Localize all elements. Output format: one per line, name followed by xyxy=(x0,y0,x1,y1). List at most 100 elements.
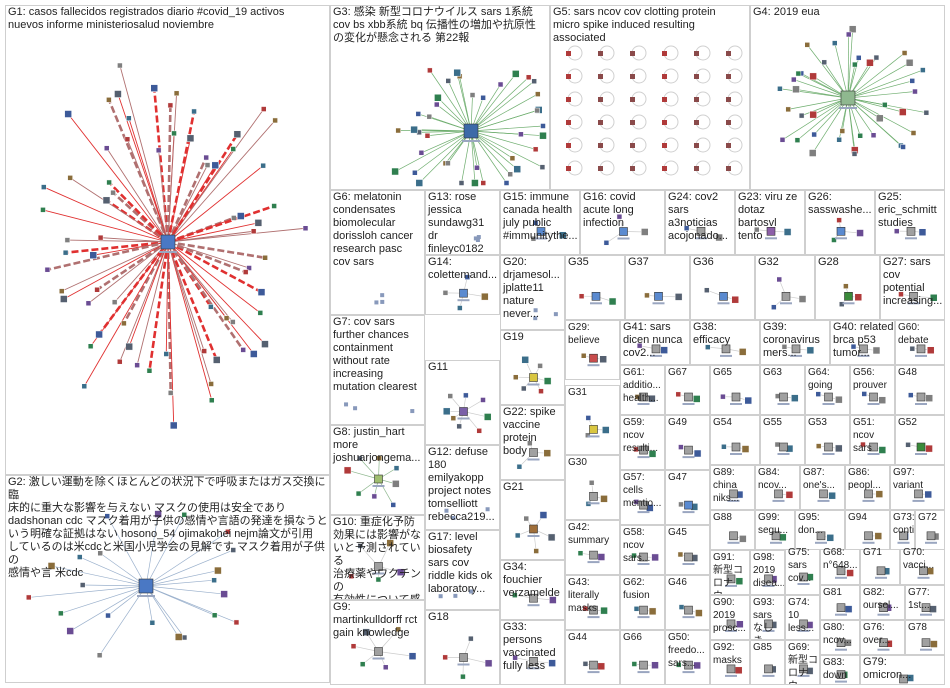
hub-node[interactable] xyxy=(800,620,808,628)
user-node[interactable] xyxy=(258,289,265,296)
user-node[interactable] xyxy=(457,306,462,311)
user-node[interactable] xyxy=(538,363,543,368)
user-node[interactable] xyxy=(172,131,177,136)
user-node[interactable] xyxy=(911,131,916,136)
user-node[interactable] xyxy=(871,133,876,138)
hub-node[interactable] xyxy=(765,665,773,673)
user-node[interactable] xyxy=(107,180,112,185)
user-node[interactable] xyxy=(416,180,423,187)
user-node[interactable] xyxy=(641,228,648,235)
user-node[interactable] xyxy=(908,393,913,398)
hub-node[interactable] xyxy=(910,292,918,300)
user-node[interactable] xyxy=(844,639,851,646)
user-node[interactable] xyxy=(485,660,492,667)
user-node[interactable] xyxy=(380,300,384,304)
user-node[interactable] xyxy=(261,163,266,168)
hub-node[interactable] xyxy=(837,227,845,235)
user-node[interactable] xyxy=(726,120,731,125)
user-node[interactable] xyxy=(41,185,46,190)
hub-node[interactable] xyxy=(161,235,175,249)
user-node[interactable] xyxy=(662,166,667,171)
user-node[interactable] xyxy=(649,608,656,615)
user-node[interactable] xyxy=(213,356,220,363)
user-node[interactable] xyxy=(704,288,709,293)
user-node[interactable] xyxy=(126,116,131,121)
hub-node[interactable] xyxy=(375,648,383,656)
user-node[interactable] xyxy=(112,300,117,305)
hub-node[interactable] xyxy=(139,579,153,593)
user-node[interactable] xyxy=(601,495,608,502)
user-node[interactable] xyxy=(510,156,515,161)
user-node[interactable] xyxy=(548,534,555,541)
user-node[interactable] xyxy=(409,653,416,660)
user-node[interactable] xyxy=(876,115,883,122)
user-node[interactable] xyxy=(452,516,456,520)
hub-node[interactable] xyxy=(870,443,878,451)
hub-node[interactable] xyxy=(765,620,773,628)
user-node[interactable] xyxy=(649,450,656,457)
user-node[interactable] xyxy=(739,348,746,355)
user-node[interactable] xyxy=(894,229,899,234)
hub-node[interactable] xyxy=(837,604,845,612)
user-node[interactable] xyxy=(910,346,915,351)
user-node[interactable] xyxy=(453,594,457,598)
user-node[interactable] xyxy=(544,378,551,385)
user-node[interactable] xyxy=(632,553,637,558)
hub-node[interactable] xyxy=(820,490,828,498)
user-node[interactable] xyxy=(508,172,513,177)
user-node[interactable] xyxy=(425,133,430,138)
user-node[interactable] xyxy=(168,103,173,108)
user-node[interactable] xyxy=(920,68,925,73)
user-node[interactable] xyxy=(875,533,882,540)
user-node[interactable] xyxy=(273,118,278,123)
user-node[interactable] xyxy=(866,59,873,66)
user-node[interactable] xyxy=(780,137,785,142)
user-node[interactable] xyxy=(463,393,468,398)
user-node[interactable] xyxy=(170,422,177,429)
user-node[interactable] xyxy=(600,356,607,363)
hub-node[interactable] xyxy=(727,665,735,673)
user-node[interactable] xyxy=(662,120,667,125)
user-node[interactable] xyxy=(231,147,236,152)
user-node[interactable] xyxy=(258,310,263,315)
user-node[interactable] xyxy=(926,395,933,402)
user-node[interactable] xyxy=(95,287,100,292)
user-node[interactable] xyxy=(82,384,87,389)
user-node[interactable] xyxy=(549,597,556,604)
user-node[interactable] xyxy=(847,570,854,577)
user-node[interactable] xyxy=(566,74,571,79)
user-node[interactable] xyxy=(150,620,155,625)
user-node[interactable] xyxy=(471,180,478,187)
hub-node[interactable] xyxy=(915,490,923,498)
hub-node[interactable] xyxy=(837,567,845,575)
user-node[interactable] xyxy=(812,132,817,137)
user-node[interactable] xyxy=(726,51,731,56)
user-node[interactable] xyxy=(598,74,603,79)
hub-node[interactable] xyxy=(460,654,468,662)
user-node[interactable] xyxy=(549,660,556,667)
user-node[interactable] xyxy=(694,662,701,669)
hub-node[interactable] xyxy=(530,657,538,665)
user-node[interactable] xyxy=(635,394,640,399)
hub-node[interactable] xyxy=(865,490,873,498)
user-node[interactable] xyxy=(474,236,478,240)
hub-node[interactable] xyxy=(620,228,628,236)
user-node[interactable] xyxy=(662,51,667,56)
user-node[interactable] xyxy=(786,107,791,112)
hub-node[interactable] xyxy=(780,443,788,451)
user-node[interactable] xyxy=(601,607,608,614)
user-node[interactable] xyxy=(353,406,357,410)
user-node[interactable] xyxy=(856,55,861,60)
user-node[interactable] xyxy=(155,511,162,518)
hub-node[interactable] xyxy=(767,227,775,235)
user-node[interactable] xyxy=(59,289,64,294)
user-node[interactable] xyxy=(827,534,834,541)
user-node[interactable] xyxy=(410,409,414,413)
user-node[interactable] xyxy=(846,32,851,37)
user-node[interactable] xyxy=(205,163,210,168)
hub-node[interactable] xyxy=(375,563,383,571)
user-node[interactable] xyxy=(427,68,432,73)
user-node[interactable] xyxy=(684,226,689,231)
user-node[interactable] xyxy=(796,71,801,76)
user-node[interactable] xyxy=(192,109,197,114)
